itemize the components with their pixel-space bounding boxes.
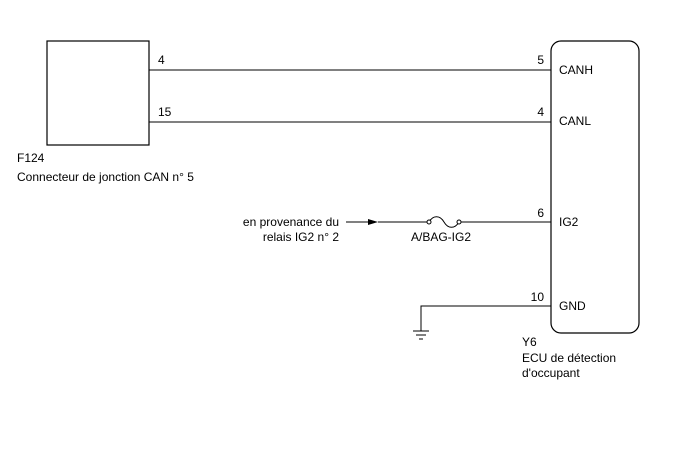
fuse-terminal-left: [426, 219, 432, 225]
junction-connector-box: [46, 40, 150, 146]
ecu-signal-canl: CANL: [559, 114, 591, 128]
ecu-code: Y6: [522, 335, 537, 349]
ecu-signal-ig2: IG2: [559, 215, 579, 229]
ecu-name-line2: d'occupant: [522, 366, 580, 380]
wire-gnd: [420, 305, 551, 331]
ecu-signal-canh: CANH: [559, 63, 593, 77]
junction-name: Connecteur de jonction CAN n° 5: [17, 170, 194, 184]
ecu-box: [550, 40, 640, 334]
source-label-line1: en provenance du: [243, 215, 339, 229]
source-label-line2: relais IG2 n° 2: [263, 230, 339, 244]
source-arrowhead: [368, 219, 378, 225]
junction-code: F124: [17, 151, 45, 165]
ecu-pin-number-gnd: 10: [531, 290, 545, 304]
junction-pin-canl: 15: [158, 105, 172, 119]
ground-icon: [413, 330, 429, 340]
fuse-terminal-right: [456, 219, 462, 225]
fuse-label: A/BAG-IG2: [411, 230, 471, 244]
ecu-pin-number-canl: 4: [537, 105, 544, 119]
ecu-pin-number-ig2: 6: [537, 206, 544, 220]
ecu-pin-number-canh: 5: [537, 53, 544, 67]
ecu-name-line1: ECU de détection: [522, 351, 616, 365]
fuse-symbol: [428, 216, 460, 228]
ecu-signal-gnd: GND: [559, 299, 586, 313]
junction-pin-canh: 4: [158, 53, 165, 67]
